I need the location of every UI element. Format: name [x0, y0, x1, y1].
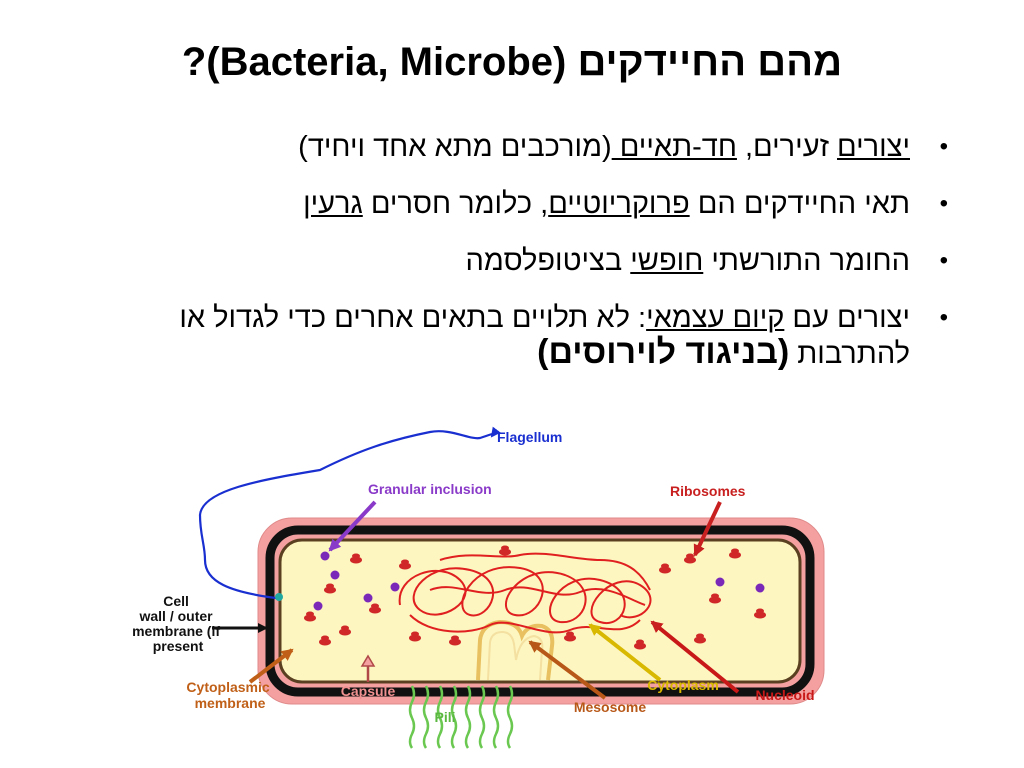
bullet-text: חופשי [630, 245, 704, 277]
granular-arrow [328, 500, 377, 552]
bullet-text: זעירים, [736, 131, 838, 163]
bullet-item: תאי החיידקים הם פרוקריוטיים, כלומר חסרים… [140, 187, 950, 221]
bullet-item: יצורים עם קיום עצמאי: לא תלויים בתאים אח… [140, 301, 950, 371]
bullet-text: פרוקריוטיים [548, 188, 690, 220]
cell-wall [265, 525, 815, 697]
bullet-item: החומר התורשתי חופשי בציטופלסמה [140, 244, 950, 278]
bullet-text: , כלומר חסרים [362, 188, 549, 220]
label-cytoplasmic-line2: membrane [195, 695, 266, 711]
label-cytoplasm: Cytoplasm [647, 677, 719, 693]
bacteria-diagram: Flagellum Granular inclusion Ribosomes C… [132, 426, 825, 749]
label-cell-wall-line4: present [153, 638, 204, 654]
bullet-text: (בניגוד לוירוסים) [537, 333, 790, 371]
pili [408, 685, 514, 749]
bullet-text: תאי החיידקים הם [689, 188, 910, 220]
bullet-text: יצורים עם [784, 302, 910, 334]
label-cytoplasmic-line1: Cytoplasmic [186, 679, 269, 695]
flagellum [198, 426, 501, 600]
capsule-arrowhead [360, 654, 376, 667]
label-granular-inclusion: Granular inclusion [368, 481, 492, 497]
bullet-text: : לא תלויים בתאים אחרים כדי לגדול או להת… [179, 302, 910, 370]
label-pili: Pili [434, 709, 455, 725]
label-cell-wall-line3: membrane (if [132, 623, 220, 639]
cytoplasmic-membrane [278, 538, 802, 684]
bullet-list: יצורים זעירים, חד-תאיים (מורכבים מתא אחד… [140, 130, 950, 371]
bullet-item: יצורים זעירים, חד-תאיים (מורכבים מתא אחד… [140, 130, 950, 164]
bullet-text: יצורים [837, 131, 910, 163]
label-cytoplasmic-membrane: Cytoplasmic membrane [186, 679, 273, 711]
slide-title-text: מהם החיידקים (Bacteria, Microbe)? [181, 40, 843, 84]
label-cell-wall-line1: Cell [163, 593, 189, 609]
label-cell-wall-line2: wall / outer [138, 608, 213, 624]
bullet-text: קיום עצמאי [646, 302, 785, 334]
ribosomes-arrow [693, 501, 722, 557]
flagellum-base [275, 593, 283, 601]
bullet-text: חד-תאיים [611, 131, 737, 163]
cytoplasmic-arrow [248, 648, 294, 684]
bullet-text: בציטופלסמה [465, 245, 631, 277]
slide-title: מהם החיידקים (Bacteria, Microbe)? [0, 40, 1024, 85]
label-ribosomes: Ribosomes [670, 483, 746, 499]
bullet-text: (מורכבים מתא אחד ויחיד) [298, 131, 612, 163]
label-capsule: Capsule [341, 683, 396, 699]
bullet-text: גרעין [303, 188, 363, 220]
label-cell-wall: Cell wall / outer membrane (if present [132, 593, 224, 654]
bullet-text: החומר התורשתי [703, 245, 910, 277]
ribosomes [304, 545, 766, 650]
cytoplasm-arrow [588, 623, 662, 682]
mesosome-inner [487, 630, 544, 681]
nucleoid [398, 552, 652, 634]
label-mesosome: Mesosome [574, 699, 647, 715]
mesosome-arrow [528, 640, 607, 700]
label-flagellum: Flagellum [497, 429, 562, 445]
granular-inclusions [313, 551, 765, 611]
nucleoid-arrow [650, 620, 740, 694]
label-nucleoid: Nucleoid [755, 687, 814, 703]
